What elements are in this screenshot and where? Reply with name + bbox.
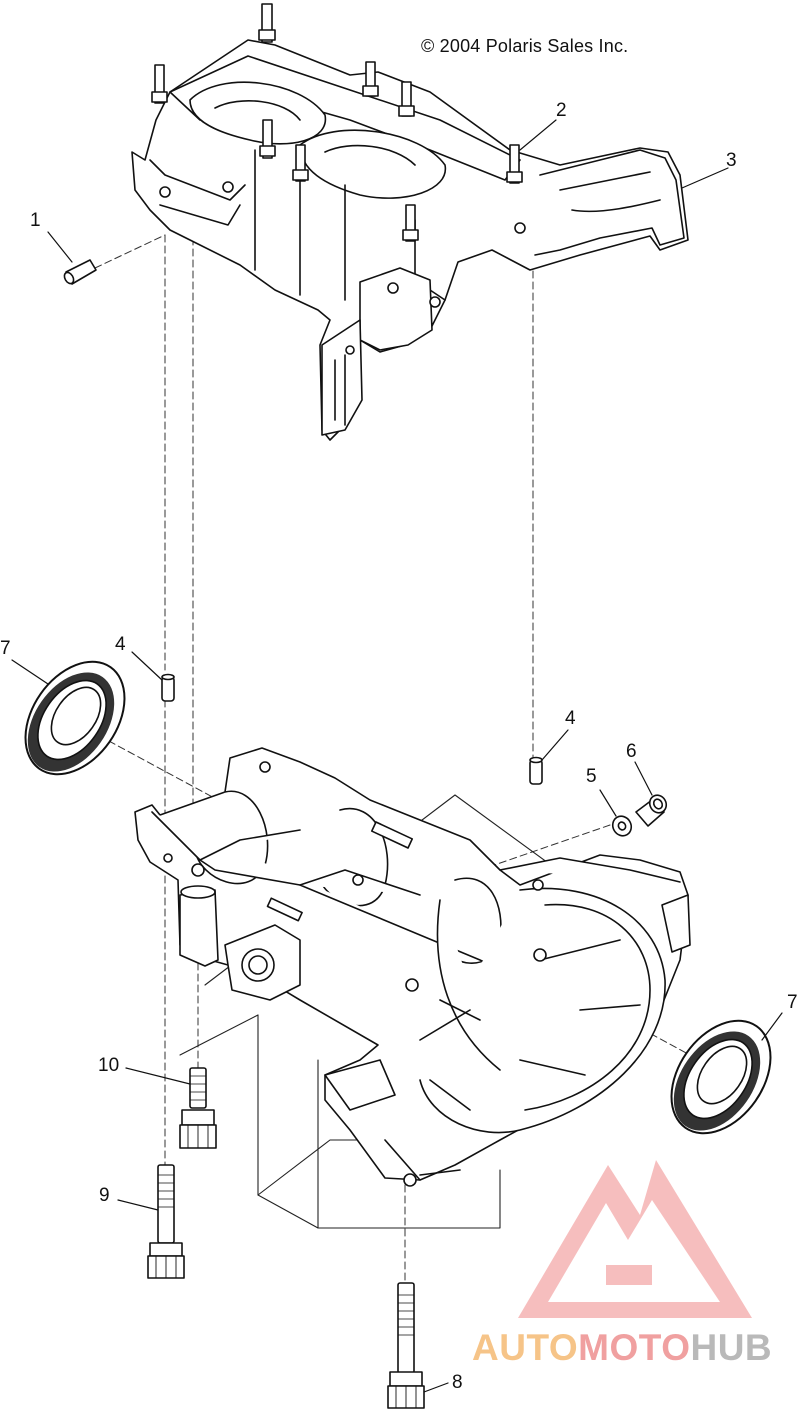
lower-crankcase [134, 747, 691, 1187]
callout-5: 5 [586, 766, 597, 787]
screw [635, 794, 668, 827]
dowel-pin-right [529, 756, 543, 785]
callout-10: 10 [98, 1055, 120, 1076]
oil-seal-left [24, 660, 126, 776]
watermark-part-hub: HUB [690, 1327, 773, 1368]
callout-4-left: 4 [115, 634, 126, 655]
bolt-long [147, 1164, 185, 1279]
watermark-text: AUTOMOTOHUB [472, 1327, 772, 1369]
dowel-pin [63, 259, 97, 285]
callout-leaders [11, 119, 783, 1393]
callout-3: 3 [726, 150, 737, 171]
stud [258, 3, 276, 43]
upper-crankcase [131, 3, 689, 441]
bolt-bottom [387, 1282, 425, 1409]
callout-9: 9 [99, 1185, 110, 1206]
callout-7-right: 7 [787, 992, 798, 1013]
bolt-short [179, 1067, 217, 1149]
callout-2: 2 [556, 100, 567, 121]
copyright-notice: © 2004 Polaris Sales Inc. [421, 36, 629, 56]
callout-1: 1 [30, 210, 41, 231]
watermark-part-moto: MOTO [578, 1327, 691, 1368]
watermark-logo [518, 1160, 752, 1318]
washer [611, 815, 633, 837]
callout-8: 8 [452, 1372, 463, 1393]
callout-6: 6 [626, 741, 637, 762]
callout-4-right: 4 [565, 708, 576, 729]
callout-7-left: 7 [0, 638, 11, 659]
watermark-part-auto: AUTO [472, 1327, 579, 1368]
dowel-pin-left [161, 673, 175, 702]
oil-seal-right [670, 1019, 772, 1135]
